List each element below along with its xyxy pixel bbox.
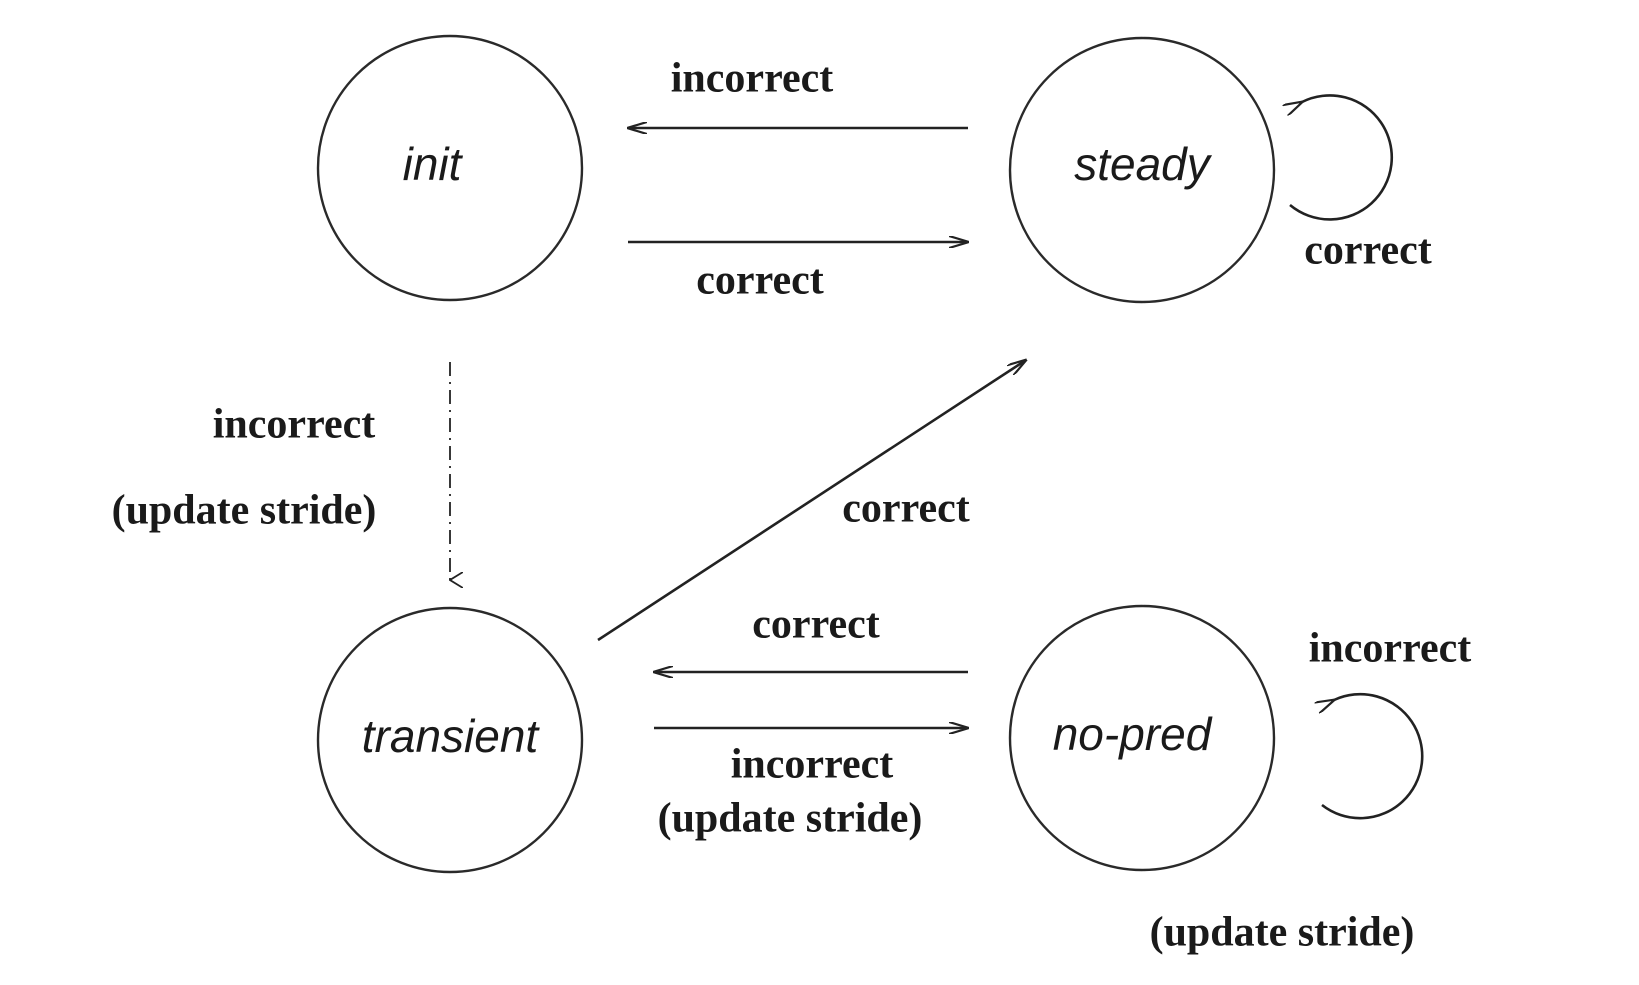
edge-steady-to-init-label: incorrect <box>671 56 833 102</box>
edge-init-to-transient-note: (update stride) <box>112 488 377 534</box>
edge-init-to-steady: correct <box>628 242 968 304</box>
edge-nopred-self-loop <box>1322 692 1424 820</box>
edge-nopred-self-label: incorrect <box>1309 626 1471 672</box>
state-transient-label: transient <box>362 710 541 762</box>
edge-nopred-self: incorrect (update stride) <box>1150 626 1472 956</box>
edge-init-to-transient: incorrect (update stride) <box>112 362 450 580</box>
state-no-pred: no-pred <box>1008 604 1276 872</box>
edge-steady-self: correct <box>1290 94 1432 274</box>
edge-transient-to-nopred-note: (update stride) <box>658 796 923 842</box>
edge-transient-to-steady: correct <box>597 360 1026 642</box>
edge-nopred-to-transient: correct <box>654 602 968 672</box>
state-no-pred-label: no-pred <box>1053 708 1213 760</box>
edge-transient-to-steady-arrow <box>597 360 1026 642</box>
state-steady-label: steady <box>1074 138 1213 190</box>
state-init-label: init <box>403 138 464 190</box>
state-transient-circle <box>316 606 584 874</box>
edge-init-to-steady-label: correct <box>696 258 823 304</box>
edge-steady-to-init: incorrect <box>628 56 968 128</box>
state-init: init <box>316 34 584 302</box>
edge-transient-to-nopred-label: incorrect <box>731 742 893 788</box>
edge-transient-to-nopred: incorrect (update stride) <box>654 728 968 842</box>
edge-init-to-transient-label: incorrect <box>213 402 375 448</box>
state-init-circle <box>316 34 584 302</box>
edge-steady-self-label: correct <box>1304 228 1431 274</box>
edge-nopred-self-note: (update stride) <box>1150 910 1415 956</box>
state-no-pred-circle <box>1008 604 1276 872</box>
edge-transient-to-steady-label: correct <box>842 486 969 532</box>
state-transient: transient <box>316 606 584 874</box>
state-steady-circle <box>1008 36 1276 304</box>
edge-steady-self-loop <box>1290 94 1394 221</box>
state-steady: steady <box>1008 36 1276 304</box>
edge-nopred-to-transient-label: correct <box>752 602 879 648</box>
